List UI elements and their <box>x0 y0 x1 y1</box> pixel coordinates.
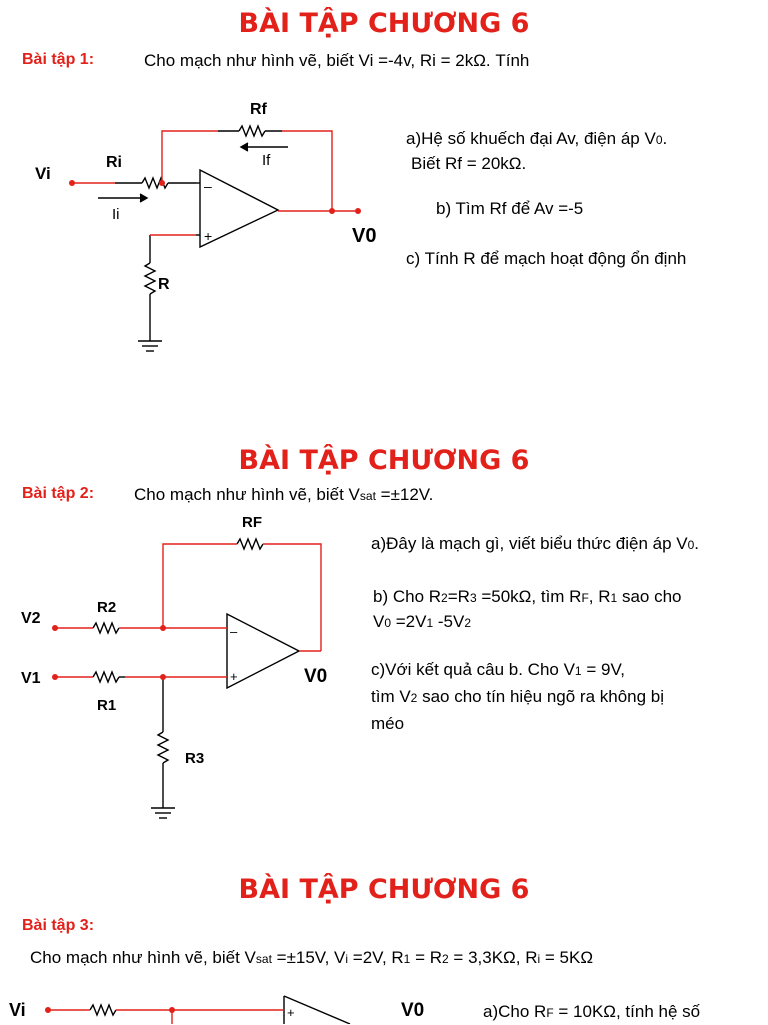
ri-label: Ri <box>106 154 122 171</box>
exercise-2-label: Bài tập 2: <box>22 485 95 502</box>
opamp-plus: + <box>287 1005 295 1020</box>
ex1-question-c: c) Tính R để mạch hoạt động ổn định <box>406 249 687 268</box>
exercise-3-intro: Cho mạch như hình vẽ, biết Vsat =±15V, V… <box>30 948 594 967</box>
ii-label: Ii <box>112 206 120 223</box>
ex1-question-b: b) Tìm Rf để Av =-5 <box>436 199 584 218</box>
exercise-1-intro: Cho mạch như hình vẽ, biết Vi =-4v, Ri =… <box>144 51 530 70</box>
ex3-question-a: a)Cho RF = 10KΩ, tính hệ số <box>483 1002 701 1021</box>
rf-label: RF <box>242 514 262 531</box>
r2-label: R2 <box>97 599 116 616</box>
opamp-plus: + <box>204 228 212 244</box>
ex2-question-c-line3: méo <box>371 714 405 733</box>
if-label: If <box>262 152 271 169</box>
ex2-question-c: c)Với kết quả câu b. Cho V1 = 9V, <box>371 660 625 679</box>
v0-label: V0 <box>352 225 376 247</box>
section-title-1: BÀI TẬP CHƯƠNG 6 <box>238 8 530 39</box>
circuit-diagram-3: Vi V0 + <box>9 995 424 1024</box>
exercise-3-label: Bài tập 3: <box>22 917 95 934</box>
r1-label: R1 <box>97 697 116 714</box>
r-label: R <box>158 276 170 293</box>
v0-label: V0 <box>304 666 327 687</box>
v0-label: V0 <box>401 1000 424 1021</box>
v1-label: V1 <box>21 670 41 687</box>
circuit-diagram-2: RF V2 R2 V1 R1 R3 V0 – + <box>21 514 327 819</box>
section-title-3: BÀI TẬP CHƯƠNG 6 <box>238 874 530 905</box>
circuit-diagram-1: Vi Ri Ii Rf If V0 R – + <box>35 101 376 352</box>
rf-label: Rf <box>250 101 268 118</box>
v2-label: V2 <box>21 610 41 627</box>
vi-label: Vi <box>35 164 51 183</box>
opamp-plus: + <box>230 669 238 684</box>
ex2-question-a: a)Đây là mạch gì, viết biểu thức điện áp… <box>371 534 700 553</box>
exercise-1-label: Bài tập 1: <box>22 51 95 68</box>
ex1-question-a-given: Biết Rf = 20kΩ. <box>411 154 527 173</box>
ex2-question-b: b) Cho R2=R3 =50kΩ, tìm RF, R1 sao cho <box>373 587 682 606</box>
vi-label: Vi <box>9 1000 26 1020</box>
opamp-minus: – <box>204 178 212 194</box>
r3-label: R3 <box>185 750 204 767</box>
section-title-2: BÀI TẬP CHƯƠNG 6 <box>238 445 530 476</box>
exercise-2-intro: Cho mạch như hình vẽ, biết Vsat =±12V. <box>134 485 434 504</box>
ex1-question-a: a)Hệ số khuếch đại Av, điện áp V0. <box>406 129 668 148</box>
ex2-question-c-line2: tìm V2 sao cho tín hiệu ngõ ra không bị <box>371 687 665 706</box>
ex2-question-b-target: V0 =2V1 -5V2 <box>373 612 472 631</box>
opamp-minus: – <box>230 624 238 639</box>
